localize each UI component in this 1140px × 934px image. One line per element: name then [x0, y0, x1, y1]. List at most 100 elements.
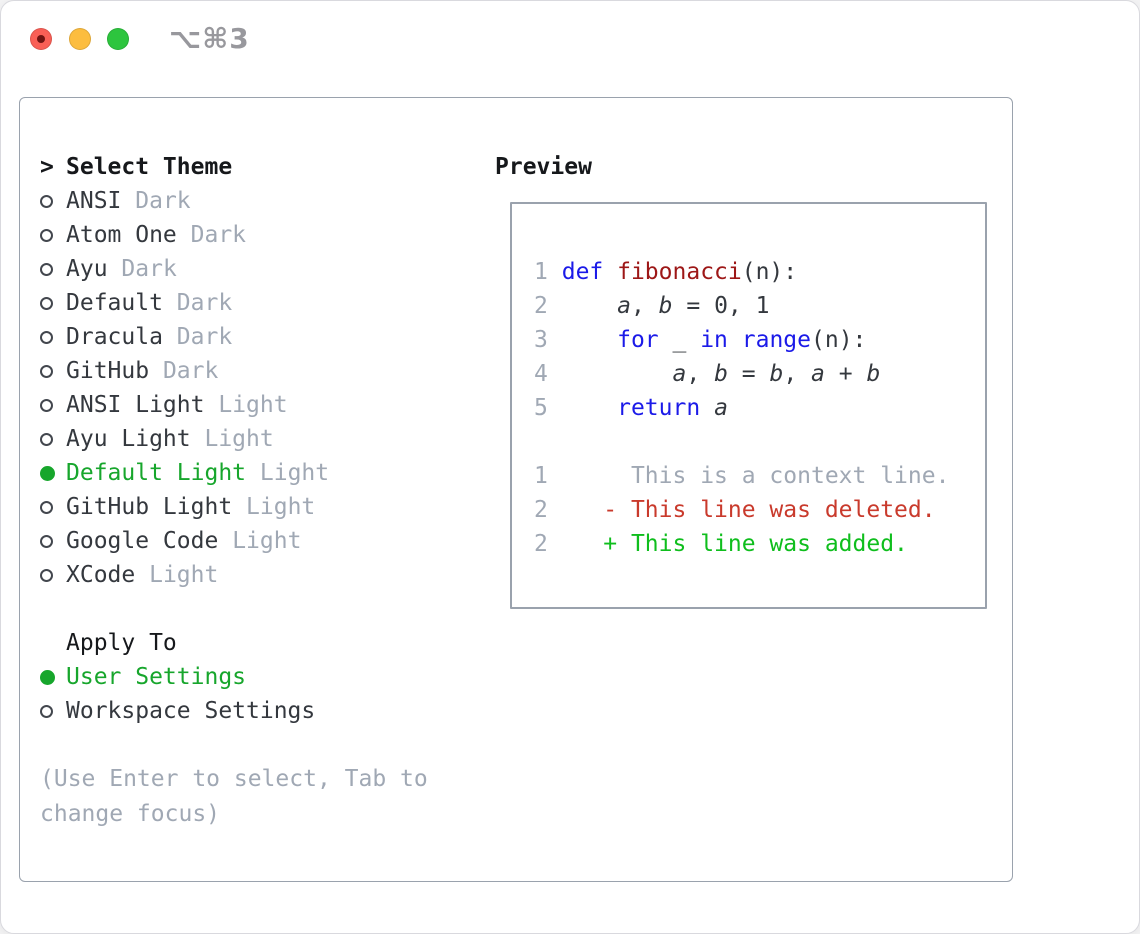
code-line: 2 a, b = 0, 1 — [534, 289, 985, 323]
theme-option-github[interactable]: GitHub Dark — [40, 354, 490, 388]
code-line: 1 This is a context line. — [534, 459, 985, 493]
theme-option-ayu[interactable]: Ayu Dark — [40, 252, 490, 286]
label-space — [163, 324, 177, 350]
code-segment: range — [741, 327, 812, 353]
select-theme-title: Select Theme — [66, 154, 233, 180]
line-number: 2 — [534, 497, 548, 523]
code-segment: , — [686, 361, 715, 387]
apply-option-user-settings[interactable]: User Settings — [40, 660, 490, 694]
theme-picker-panel: > Select Theme ANSI Dark Atom One Dark Ay… — [19, 97, 1013, 882]
theme-option-xcode[interactable]: XCode Light — [40, 558, 490, 592]
code-segment — [700, 395, 714, 421]
theme-option-label: XCode Light — [66, 562, 218, 588]
theme-variant: Dark — [176, 324, 233, 350]
theme-variant: Dark — [162, 358, 219, 384]
radio-marker — [40, 534, 66, 548]
radio-icon — [40, 262, 53, 276]
radio-icon — [40, 330, 53, 344]
code-segment: b — [866, 361, 881, 387]
radio-marker — [40, 669, 66, 685]
label-space — [149, 358, 163, 384]
theme-variant: Light — [259, 460, 330, 486]
label-space — [191, 426, 205, 452]
theme-option-label: GitHub Dark — [66, 358, 218, 384]
code-segment — [562, 497, 604, 523]
line-number: 3 — [534, 327, 548, 353]
code-segment: + — [824, 361, 867, 387]
code-segment: b — [714, 361, 728, 387]
focus-cursor: > — [40, 154, 54, 180]
section-spacer — [40, 592, 490, 626]
code-segment: for — [617, 327, 659, 353]
code-line: 4 a, b = b, a + b — [534, 357, 985, 391]
code-segment: , — [783, 361, 812, 387]
theme-variant: Dark — [190, 222, 247, 248]
theme-name: ANSI Light — [66, 392, 205, 418]
radio-marker — [40, 330, 66, 344]
theme-option-label: Dracula Dark — [66, 324, 232, 350]
radio-icon — [40, 296, 53, 310]
radio-icon — [40, 669, 55, 685]
label-space — [218, 528, 232, 554]
apply-name: User Settings — [66, 664, 247, 690]
code-line: 1 def fibonacci(n): — [534, 255, 985, 289]
label-space — [108, 256, 122, 282]
theme-name: Atom One — [66, 222, 177, 248]
theme-option-label: GitHub Light Light — [66, 494, 315, 520]
theme-variant: Dark — [135, 188, 191, 214]
theme-option-ansi-light[interactable]: ANSI Light Light — [40, 388, 490, 422]
code-segment: - This line was deleted. — [603, 497, 936, 523]
radio-icon — [40, 465, 55, 481]
theme-option-github-light[interactable]: GitHub Light Light — [40, 490, 490, 524]
label-space — [232, 494, 246, 520]
code-segment: b — [658, 293, 673, 319]
theme-name: GitHub Light — [66, 494, 233, 520]
theme-list: ANSI Dark Atom One Dark Ayu Dark Default… — [40, 184, 490, 592]
theme-option-ansi[interactable]: ANSI Dark — [40, 184, 490, 218]
radio-icon — [40, 364, 53, 378]
code-segment — [562, 395, 617, 421]
line-number: 5 — [534, 395, 548, 421]
theme-option-dracula[interactable]: Dracula Dark — [40, 320, 490, 354]
theme-variant: Light — [246, 494, 316, 520]
code-segment: a — [617, 293, 631, 319]
line-number: 2 — [534, 293, 548, 319]
code-segment — [728, 327, 742, 353]
code-segment — [562, 531, 604, 557]
apply-to-header: Apply To — [40, 626, 490, 660]
code-line: 2 - This line was deleted. — [534, 493, 985, 527]
theme-option-default-light[interactable]: Default Light Light — [40, 456, 490, 490]
minimize-button[interactable] — [69, 28, 91, 50]
zoom-button[interactable] — [107, 28, 129, 50]
theme-option-google-code[interactable]: Google Code Light — [40, 524, 490, 558]
code-line — [534, 425, 985, 459]
line-number: 1 — [534, 463, 548, 489]
radio-icon — [40, 398, 53, 412]
code-segment — [562, 361, 673, 387]
code-segment: fibonacci — [617, 259, 742, 285]
theme-variant: Light — [204, 426, 274, 452]
theme-name: Google Code — [66, 528, 219, 554]
code-segment: , — [630, 293, 659, 319]
apply-option-label: User Settings — [66, 664, 246, 690]
theme-option-default[interactable]: Default Dark — [40, 286, 490, 320]
theme-option-label: Ayu Dark — [66, 256, 177, 282]
code-segment: This is a context line. — [561, 463, 950, 489]
code-segment — [562, 327, 617, 353]
radio-marker — [40, 704, 66, 718]
theme-option-ayu-light[interactable]: Ayu Light Light — [40, 422, 490, 456]
line-number: 2 — [534, 531, 548, 557]
code-segment: _ — [658, 327, 701, 353]
close-button[interactable] — [30, 28, 52, 50]
apply-option-workspace-settings[interactable]: Workspace Settings — [40, 694, 490, 728]
label-space — [121, 188, 135, 214]
theme-option-atom-one[interactable]: Atom One Dark — [40, 218, 490, 252]
radio-icon — [40, 568, 53, 582]
code-segment: a — [714, 395, 728, 421]
theme-option-label: Default Light Light — [66, 460, 329, 486]
radio-icon — [40, 534, 53, 548]
code-segment: + This line was added. — [603, 531, 908, 557]
code-segment: = 0, 1 — [672, 293, 770, 319]
